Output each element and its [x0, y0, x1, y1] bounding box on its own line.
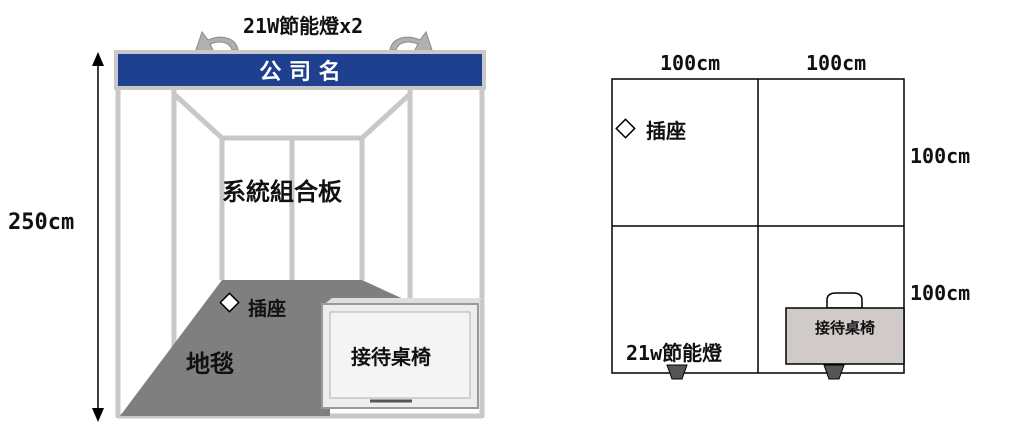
company-name: 公 司 名 — [259, 59, 340, 85]
plan-table-label: 接待桌椅 — [815, 319, 875, 337]
plan-socket-icon — [615, 118, 636, 139]
plan-right-dim-2: 100cm — [910, 281, 970, 305]
carpet — [120, 280, 410, 416]
lamp-label: 21W節能燈x2 — [243, 14, 363, 38]
carpet-label: 地毯 — [186, 349, 234, 378]
plan-top-dim-2: 100cm — [806, 51, 866, 75]
plan-table — [785, 307, 905, 365]
plan-lamp-left-icon — [666, 364, 688, 380]
wall-panel-label: 系統組合板 — [222, 177, 343, 206]
plan-chair-icon — [826, 292, 863, 309]
plan-right-dim-1: 100cm — [910, 144, 970, 168]
socket-icon — [219, 292, 240, 313]
booth-frame — [115, 90, 485, 419]
reception-table-3d: 接待桌椅 — [321, 298, 482, 409]
lamp-right-icon — [389, 30, 433, 53]
plan-lamp-right-icon — [823, 364, 845, 380]
plan-top-dim-1: 100cm — [660, 51, 720, 75]
height-label: 250cm — [8, 210, 74, 235]
socket-label: 插座 — [248, 297, 286, 320]
table-label: 接待桌椅 — [351, 345, 431, 369]
company-header — [118, 54, 482, 86]
lamp-left-icon — [195, 30, 239, 53]
plan-socket-label: 插座 — [646, 119, 686, 143]
height-dimension: 250cm — [8, 52, 104, 422]
floor-plan: 100cm 100cm 100cm 100cm 插座 21w節能燈 接待桌椅 — [611, 51, 970, 380]
booth-3d-view: 250cm 21W節能燈x2 公 司 名 地毯 — [8, 14, 486, 422]
plan-lamp-label: 21w節能燈 — [626, 341, 723, 365]
